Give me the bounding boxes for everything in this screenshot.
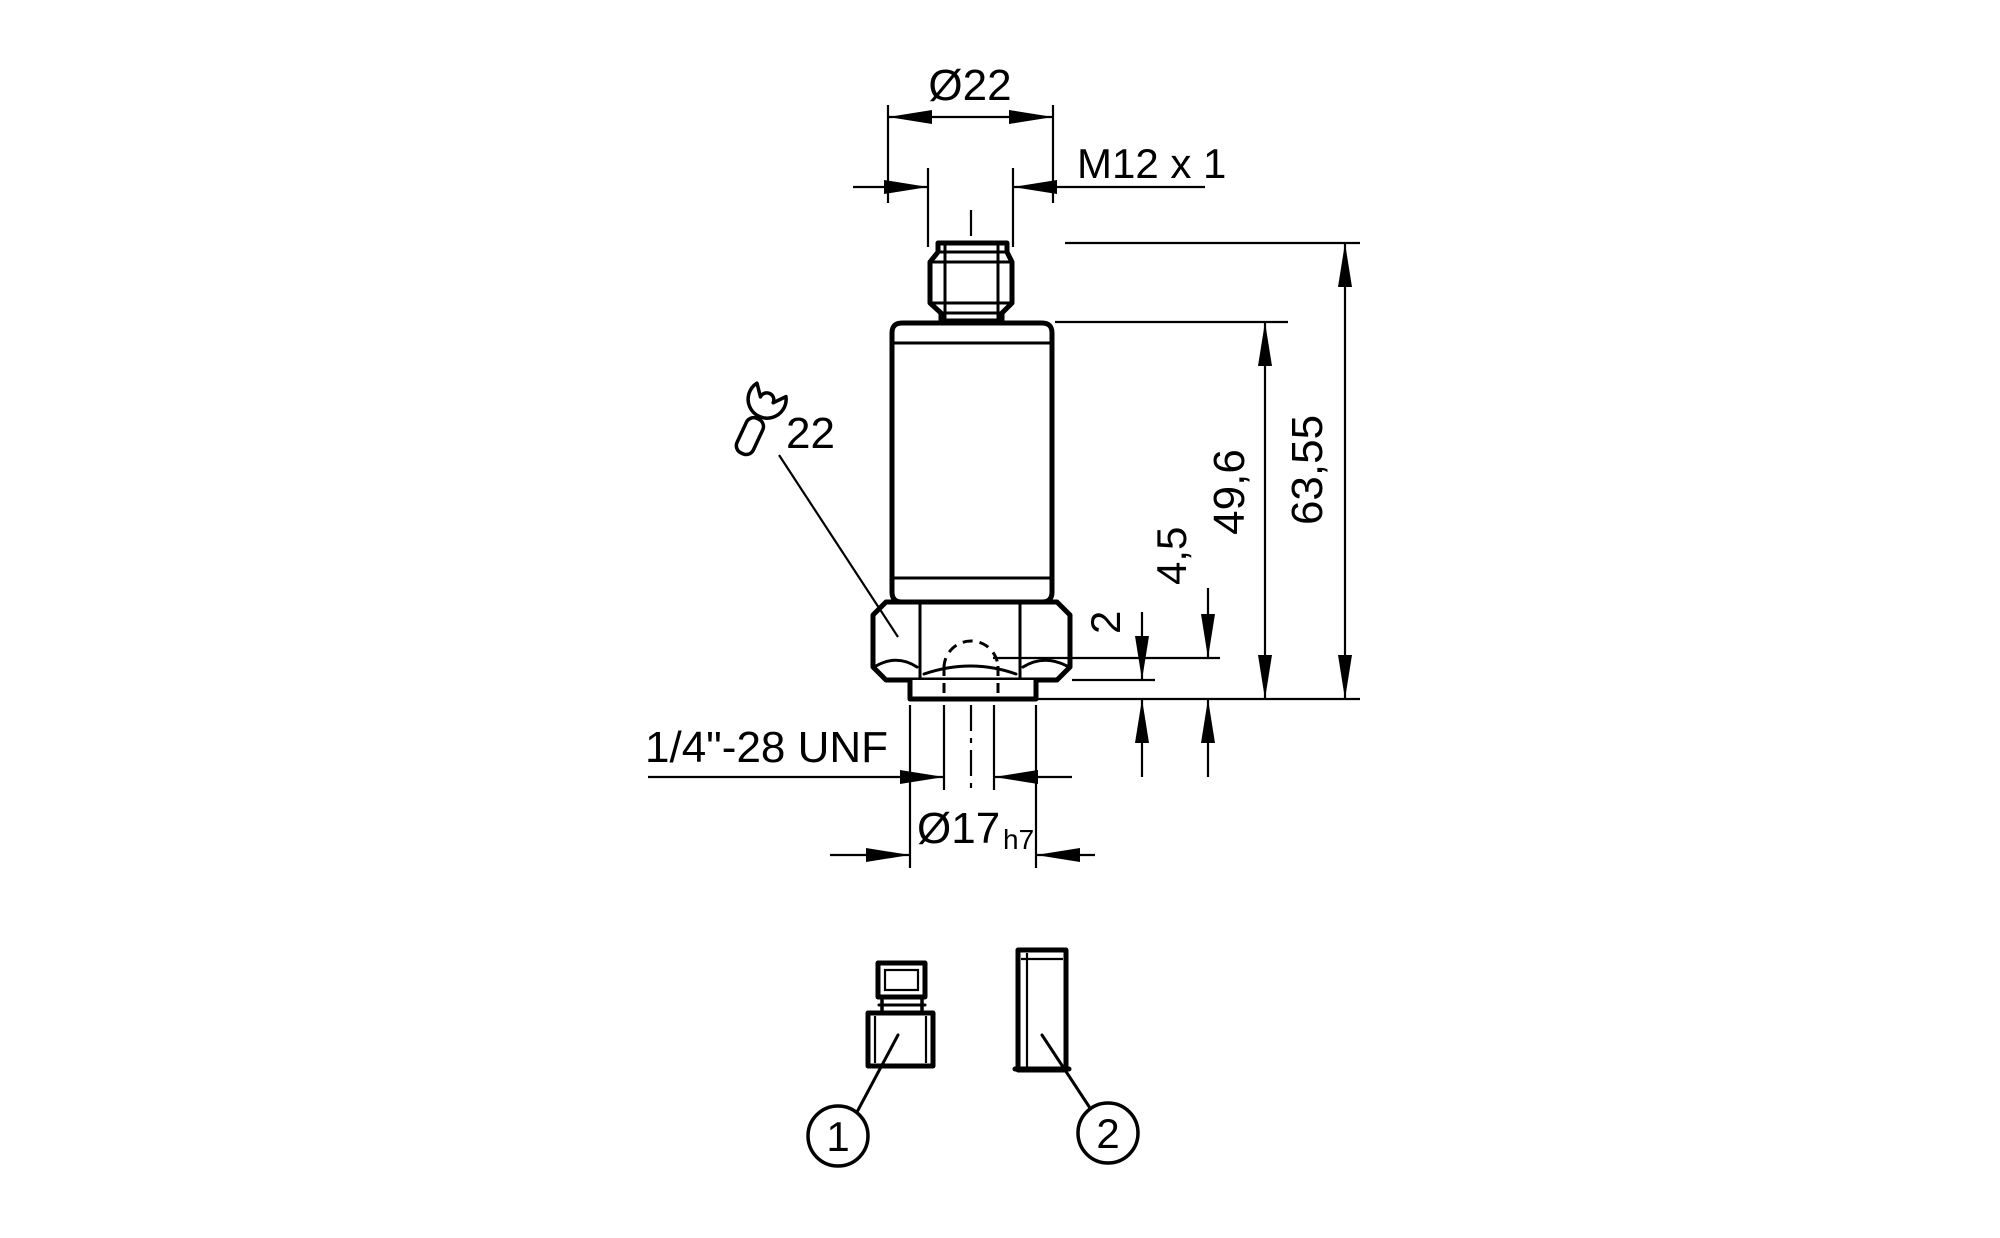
- arrowhead-left-icon: [900, 770, 944, 784]
- arrowhead-right-icon: [994, 770, 1038, 784]
- dim-label-connector-thread: M12 x 1: [1077, 140, 1226, 187]
- dim-label-boss-offset: 4,5: [1148, 527, 1195, 585]
- callout-leader-2: [1040, 1033, 1092, 1110]
- arrowhead-down-icon: [1135, 636, 1149, 680]
- dim-label-boss-height: 2: [1082, 611, 1129, 634]
- arrowhead-down-icon: [1338, 655, 1352, 699]
- hex-arc-right: [1021, 658, 1069, 669]
- arrowhead-left-icon: [888, 110, 932, 124]
- dimension-boss-offset: 4,5: [993, 527, 1220, 777]
- connector-stud: [927, 240, 1015, 324]
- sensor-body-outline: [889, 320, 1055, 605]
- callout-number-2: 2: [1096, 1110, 1119, 1157]
- dimension-boss-diameter: Ø17 h7: [830, 705, 1095, 868]
- dimension-total-height: 63,55: [1065, 241, 1360, 699]
- arrowhead-up-icon: [1201, 699, 1215, 743]
- centering-boss: [907, 680, 1039, 702]
- sleeve-body: [1015, 947, 1069, 1073]
- arrowhead-right-icon: [1009, 110, 1053, 124]
- dim-label-bottom-thread: 1/4"-28 UNF: [645, 723, 888, 772]
- arrowhead-left-icon: [866, 848, 910, 862]
- screw-body: [865, 1010, 936, 1069]
- wrench-size-label: 22: [786, 409, 835, 458]
- arrowhead-right-icon: [1013, 180, 1057, 194]
- sensor-body: [889, 320, 1055, 605]
- arrowhead-down-icon: [1258, 655, 1272, 699]
- wrench-icon: [734, 381, 788, 457]
- dimension-boss-height: 2: [1038, 611, 1360, 777]
- dimension-bottom-thread: 1/4"-28 UNF: [645, 705, 1072, 790]
- accessory-item-2: 2: [1012, 947, 1140, 1165]
- callout-leader-1: [855, 1033, 900, 1114]
- wrench-handle: [734, 415, 766, 457]
- leader-line: [778, 454, 899, 638]
- dim-label-top-diameter: Ø22: [928, 61, 1011, 110]
- arrowhead-up-icon: [1258, 322, 1272, 366]
- arrowhead-down-icon: [1201, 614, 1215, 658]
- sensor-front-view: [870, 240, 1073, 702]
- dim-label-total-height: 63,55: [1283, 415, 1332, 525]
- callout-circle-1: [806, 1104, 870, 1168]
- dim-label-body-height: 49,6: [1205, 449, 1254, 535]
- wrench-size-callout: 22: [734, 381, 899, 638]
- arrowhead-up-icon: [1338, 243, 1352, 287]
- callout-circle-2: [1076, 1101, 1140, 1165]
- callout-number-1: 1: [826, 1113, 849, 1160]
- dim-label-boss-diameter: Ø17: [917, 804, 1000, 853]
- screw-head-inner: [883, 968, 920, 992]
- arrowhead-left-icon: [884, 180, 928, 194]
- arrowhead-up-icon: [1135, 699, 1149, 743]
- dim-label-boss-tolerance: h7: [1003, 824, 1034, 855]
- dimension-body-height: 49,6: [1055, 320, 1288, 699]
- dimension-top-diameter: Ø22: [886, 61, 1055, 203]
- accessory-item-1: 1: [806, 960, 936, 1168]
- hex-arc-left: [874, 658, 919, 669]
- arrowhead-right-icon: [1036, 848, 1080, 862]
- centering-boss-outline: [907, 680, 1039, 702]
- connector-stud-outline: [927, 240, 1015, 324]
- dimension-connector-thread: M12 x 1: [853, 140, 1226, 247]
- hex-arc-middle: [922, 664, 1018, 676]
- wrench-head: [746, 381, 788, 420]
